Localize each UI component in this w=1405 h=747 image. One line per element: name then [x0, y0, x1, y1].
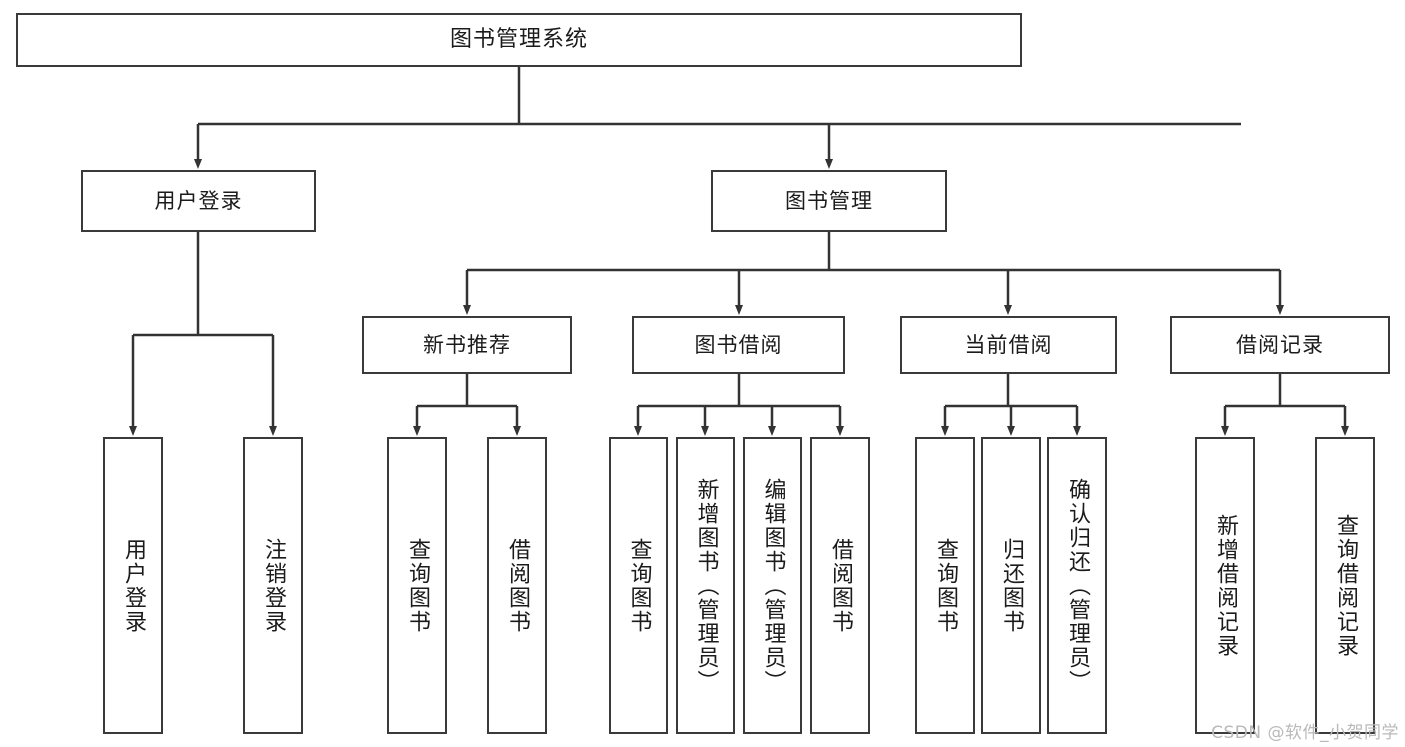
node-label: 借阅图书 — [828, 537, 853, 634]
node-label: 查询图书 — [626, 537, 652, 634]
node-leaf-user-login[interactable]: 用户登录 — [103, 437, 163, 734]
node-label: 查询图书 — [933, 537, 958, 634]
node-label: 借阅图书 — [505, 537, 530, 634]
node-leaf-confirm-return[interactable]: 确认归还（管理员） — [1047, 437, 1107, 734]
node-label: 查询借阅记录 — [1333, 513, 1358, 658]
node-leaf-query-record[interactable]: 查询借阅记录 — [1315, 437, 1375, 734]
node-leaf-query-book-2[interactable]: 查询图书 — [609, 437, 668, 734]
node-current-borrow[interactable]: 当前借阅 — [900, 316, 1117, 374]
node-user-login[interactable]: 用户登录 — [81, 170, 316, 232]
node-label: 新书推荐 — [423, 332, 511, 357]
node-label: 注销登录 — [261, 537, 286, 634]
node-book-borrow[interactable]: 图书借阅 — [632, 316, 845, 374]
node-label: 新增借阅记录 — [1213, 513, 1238, 658]
node-label: 当前借阅 — [964, 332, 1053, 357]
node-label: 借阅记录 — [1236, 332, 1324, 357]
node-leaf-edit-book[interactable]: 编辑图书（管理员） — [743, 437, 802, 734]
node-label: 用户登录 — [154, 188, 243, 213]
node-leaf-add-record[interactable]: 新增借阅记录 — [1195, 437, 1255, 734]
node-leaf-logout-login[interactable]: 注销登录 — [243, 437, 303, 734]
node-leaf-borrow-book-1[interactable]: 借阅图书 — [487, 437, 547, 734]
node-leaf-return-book[interactable]: 归还图书 — [981, 437, 1041, 734]
watermark: CSDN @软件_小贺同学 — [1211, 723, 1399, 743]
node-new-book-recommend[interactable]: 新书推荐 — [362, 316, 572, 374]
node-leaf-borrow-book-2[interactable]: 借阅图书 — [810, 437, 870, 734]
node-label: 新增图书（管理员） — [693, 477, 719, 694]
node-label: 图书借阅 — [694, 332, 783, 357]
node-book-management[interactable]: 图书管理 — [711, 170, 947, 232]
node-leaf-add-book[interactable]: 新增图书（管理员） — [676, 437, 735, 734]
node-label: 编辑图书（管理员） — [760, 477, 786, 694]
node-root[interactable]: 图书管理系统 — [16, 13, 1022, 67]
node-borrow-record[interactable]: 借阅记录 — [1170, 316, 1390, 374]
node-leaf-query-book-3[interactable]: 查询图书 — [915, 437, 975, 734]
node-label: 查询图书 — [405, 537, 430, 634]
node-label: 图书管理系统 — [449, 27, 588, 53]
node-label: 用户登录 — [121, 537, 146, 634]
node-label: 图书管理 — [785, 188, 873, 213]
node-label: 归还图书 — [999, 537, 1024, 634]
node-leaf-query-book-1[interactable]: 查询图书 — [387, 437, 447, 734]
node-label: 确认归还（管理员） — [1065, 477, 1090, 694]
